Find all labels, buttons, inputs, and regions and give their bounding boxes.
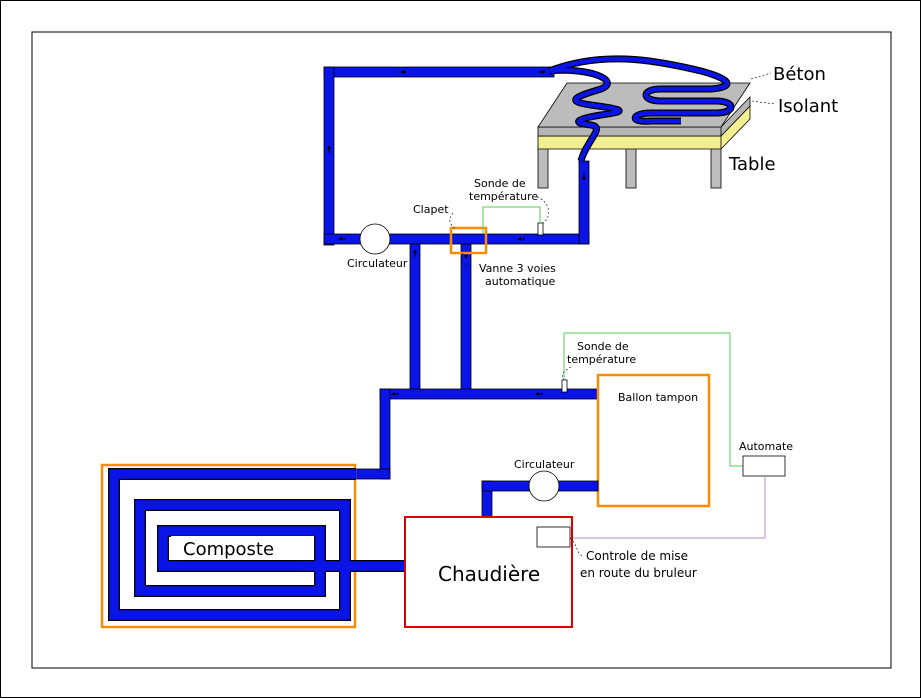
compost-spiral bbox=[109, 469, 406, 620]
label-ballon: Ballon tampon bbox=[618, 391, 698, 404]
pipe-top-horizontal bbox=[323, 66, 555, 78]
circulator-bottom bbox=[528, 470, 560, 502]
serpentine-pipe bbox=[548, 56, 734, 162]
temperature-sensor-middle bbox=[561, 379, 568, 393]
sensor-wire-middle bbox=[563, 332, 743, 467]
label-chaudiere: Chaudière bbox=[438, 562, 540, 586]
compost-label-bg bbox=[171, 536, 314, 560]
table-leg bbox=[537, 145, 549, 189]
table-leg bbox=[710, 145, 722, 189]
label-clapet: Clapet bbox=[413, 203, 449, 216]
controller-wire bbox=[571, 476, 766, 539]
table-leg bbox=[625, 145, 637, 189]
label-circulateur-top: Circulateur bbox=[347, 257, 408, 270]
label-sonde-top-line1: Sonde de bbox=[474, 177, 526, 190]
pipe-riser-right bbox=[460, 243, 472, 395]
label-table: Table bbox=[728, 154, 776, 175]
circulator-top bbox=[359, 223, 391, 255]
label-vanne-line2: automatique bbox=[485, 275, 556, 288]
label-vanne-line1: Vanne 3 voies bbox=[479, 262, 556, 275]
label-sonde-top-line2: température bbox=[469, 190, 538, 203]
label-isolant: Isolant bbox=[778, 96, 838, 117]
label-circulateur-bottom: Circulateur bbox=[514, 458, 575, 471]
pipe-top-left-vertical bbox=[323, 66, 335, 246]
buffer-tank bbox=[596, 373, 711, 508]
pipe-middle-down bbox=[379, 388, 391, 480]
label-controle-line1: Controle de mise bbox=[586, 549, 688, 563]
three-way-valve-box bbox=[449, 226, 488, 255]
label-sonde-mid-line1: Sonde de bbox=[577, 340, 629, 353]
label-controle-line2: en route du bruleur bbox=[580, 566, 697, 580]
table bbox=[537, 55, 776, 189]
pipe-riser-left bbox=[409, 243, 421, 395]
label-automate: Automate bbox=[739, 440, 793, 453]
label-sonde-mid-line2: température bbox=[567, 353, 636, 366]
sensor-wire-top bbox=[482, 206, 541, 234]
inner-frame bbox=[31, 31, 892, 669]
label-beton: Béton bbox=[773, 64, 826, 85]
burner-control-box bbox=[536, 526, 571, 548]
label-composte: Composte bbox=[183, 539, 274, 560]
controller-box bbox=[742, 455, 786, 477]
temperature-sensor-top bbox=[537, 222, 544, 236]
